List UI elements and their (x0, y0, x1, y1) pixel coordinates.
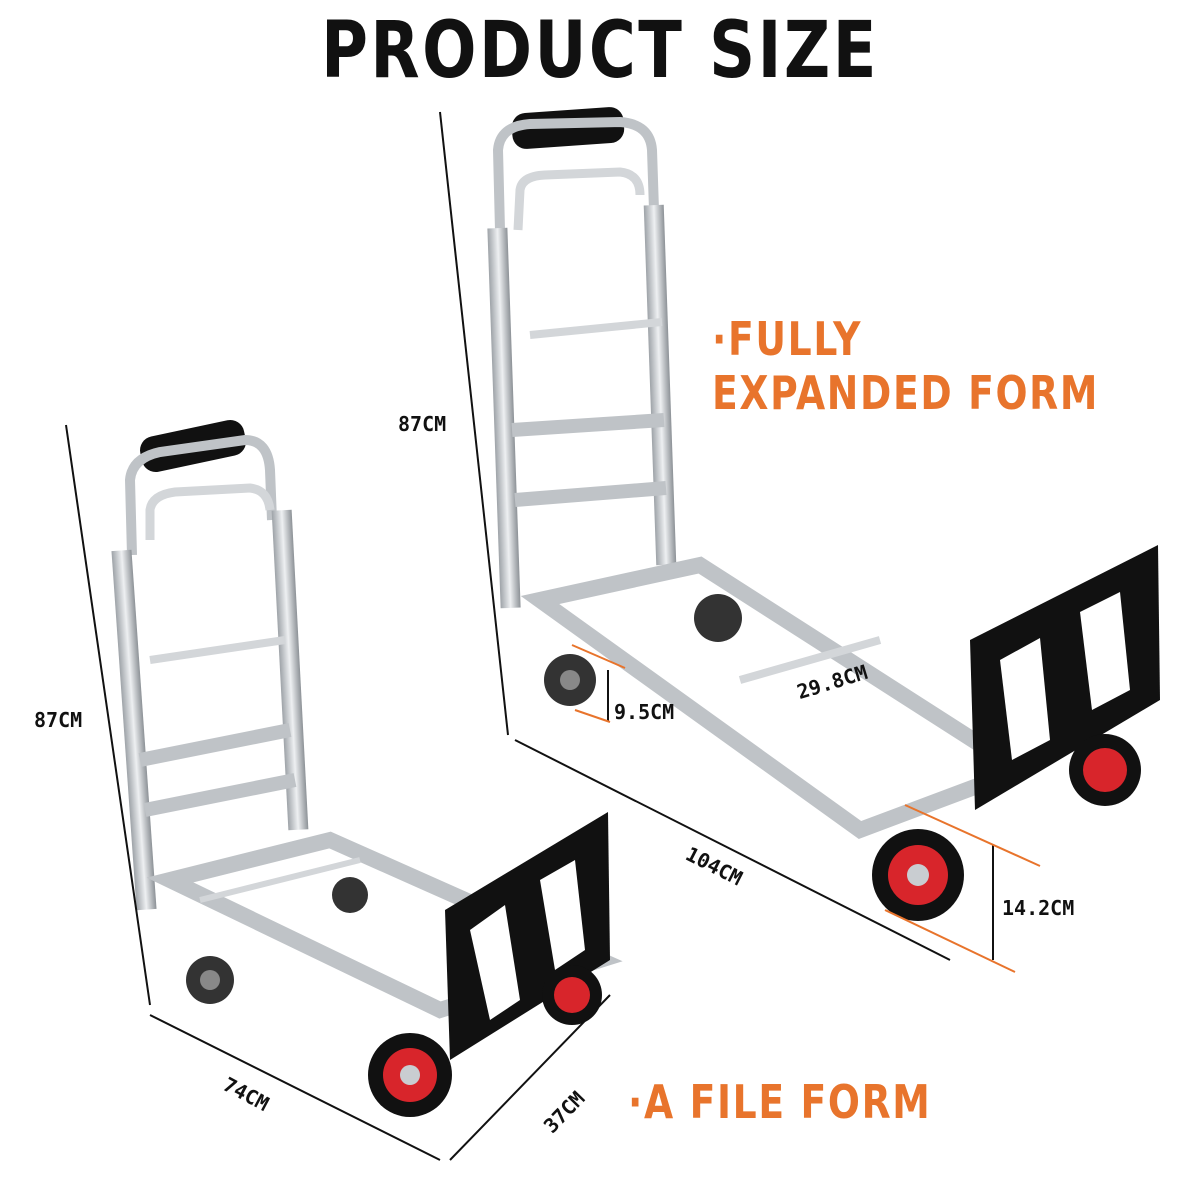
expanded-form-callout-line1: ·FULLY (712, 312, 863, 366)
small-dimension-lines (65, 424, 611, 1161)
caster-wheel-label: 9.5CM (614, 700, 675, 724)
large-height-label: 87CM (398, 412, 447, 436)
page-title: PRODUCT SIZE (321, 6, 879, 96)
large-dimension-lines (439, 111, 994, 961)
small-height-label: 87CM (34, 708, 83, 732)
expanded-form-callout-line2: EXPANDED FORM (712, 366, 1100, 420)
rear-wheel-label: 14.2CM (1002, 896, 1075, 920)
base-frame (520, 556, 1038, 839)
handle-frame (124, 434, 277, 556)
folded-trolley (111, 419, 623, 1117)
accent-dimension-lines (571, 644, 1041, 973)
file-form-callout: ·A FILE FORM (628, 1075, 932, 1129)
expanded-trolley (487, 107, 1160, 921)
toe-plate (445, 812, 610, 1060)
